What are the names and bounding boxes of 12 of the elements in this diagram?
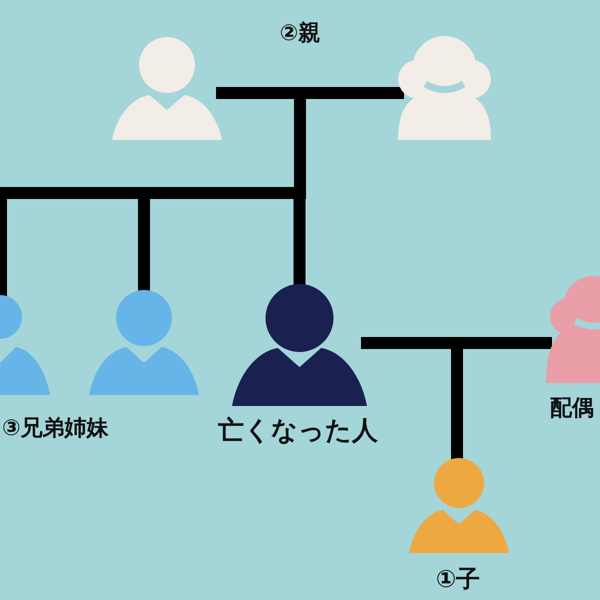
family-line: [216, 87, 404, 99]
person-icon: [89, 290, 199, 395]
person-label: 亡くなった人: [218, 418, 378, 444]
person-label: ①子: [436, 567, 480, 591]
family-line: [361, 337, 552, 349]
person-icon: [398, 36, 491, 140]
person-icon: [409, 458, 509, 553]
person-label: 配偶: [550, 398, 594, 420]
person-icon: [232, 284, 367, 406]
group-label: ②親: [280, 23, 320, 45]
group-label: ③兄弟姉妹: [2, 418, 109, 440]
person-icon: [112, 37, 222, 140]
